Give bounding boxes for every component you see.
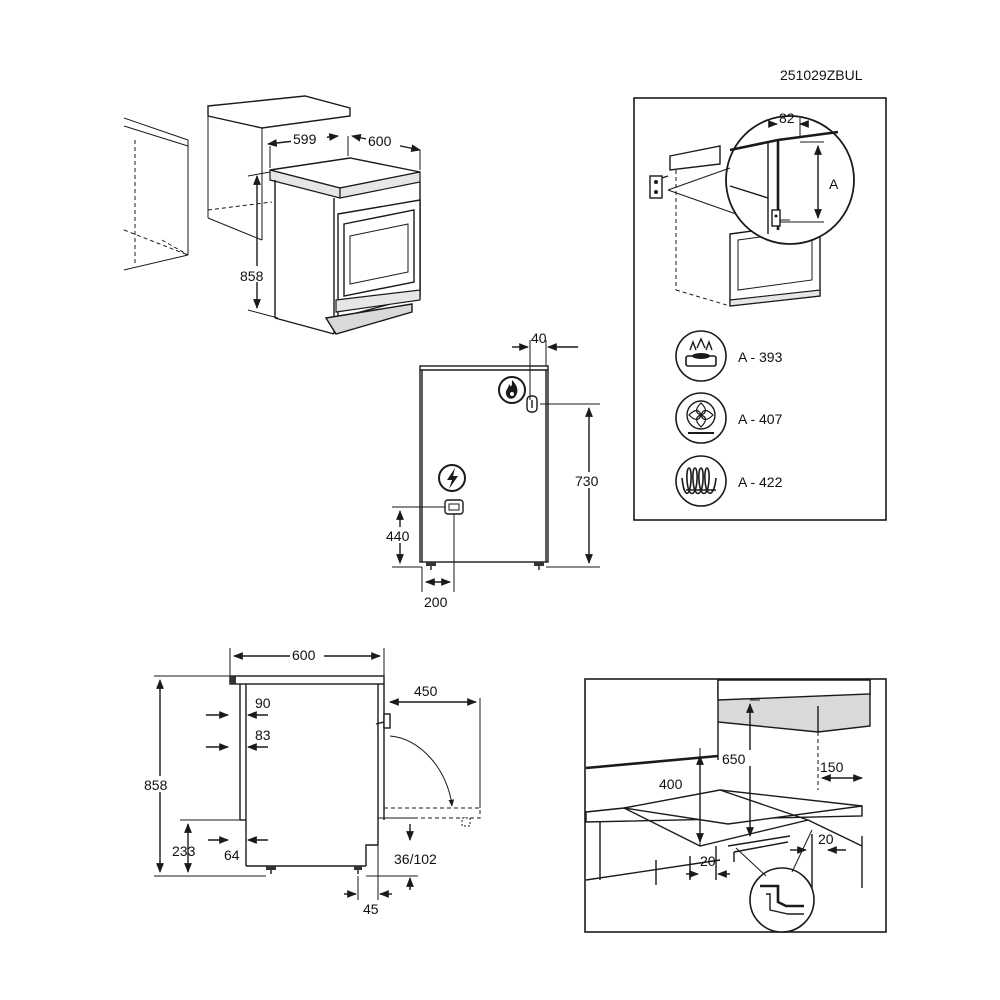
dim-45: 45 [363,901,379,917]
legend-fan-label: A - 407 [738,411,783,427]
dim-600-depth: 600 [368,133,392,149]
fan-oven-icon [675,392,727,444]
right-cabinet-outline [207,95,351,241]
legend-fan-row: A - 407 [675,392,783,444]
dim-20-left: 20 [700,853,716,869]
dim-a: A [829,176,839,192]
heating-coil-icon [675,455,727,507]
dim-600-width: 600 [292,647,316,663]
dim-36-102: 36/102 [394,851,437,867]
dim-83: 83 [255,727,271,743]
side-view: 600 450 858 [142,646,481,917]
left-cabinet-outline [123,117,189,271]
dim-400: 400 [659,776,683,792]
anti-tilt-bracket-icon [649,175,669,199]
anti-tilt-panel: 82 A A - 393 A - 407 A - 422 [633,97,887,521]
dim-20-right: 20 [818,831,834,847]
cooker-body [269,157,421,335]
dim-90: 90 [255,695,271,711]
dim-440: 440 [386,528,410,544]
legend-coil-row: A - 422 [675,455,783,507]
legend-gas-row: A - 393 [675,330,783,382]
dim-82: 82 [779,110,795,126]
legend-coil-label: A - 422 [738,474,783,490]
dim-730: 730 [575,473,599,489]
dim-40: 40 [531,330,547,346]
legend-gas-label: A - 393 [738,349,783,365]
dim-650: 650 [722,751,746,767]
dim-858-top: 858 [240,268,264,284]
document-code: 251029ZBUL [780,67,863,83]
dim-858-side: 858 [144,777,168,793]
dim-233: 233 [172,843,196,859]
dim-599: 599 [293,131,317,147]
worktop-clearance-panel: 400 650 150 20 20 [584,678,887,933]
electric-connection-icon [438,464,466,492]
cooker-niche-view: 599 600 858 [123,95,421,335]
dim-150: 150 [820,759,844,775]
dim-450: 450 [414,683,438,699]
dim-64: 64 [224,847,240,863]
dim-200: 200 [424,594,448,610]
rear-connections-view: 40 730 440 200 [384,330,606,610]
gas-connection-icon [498,376,526,404]
